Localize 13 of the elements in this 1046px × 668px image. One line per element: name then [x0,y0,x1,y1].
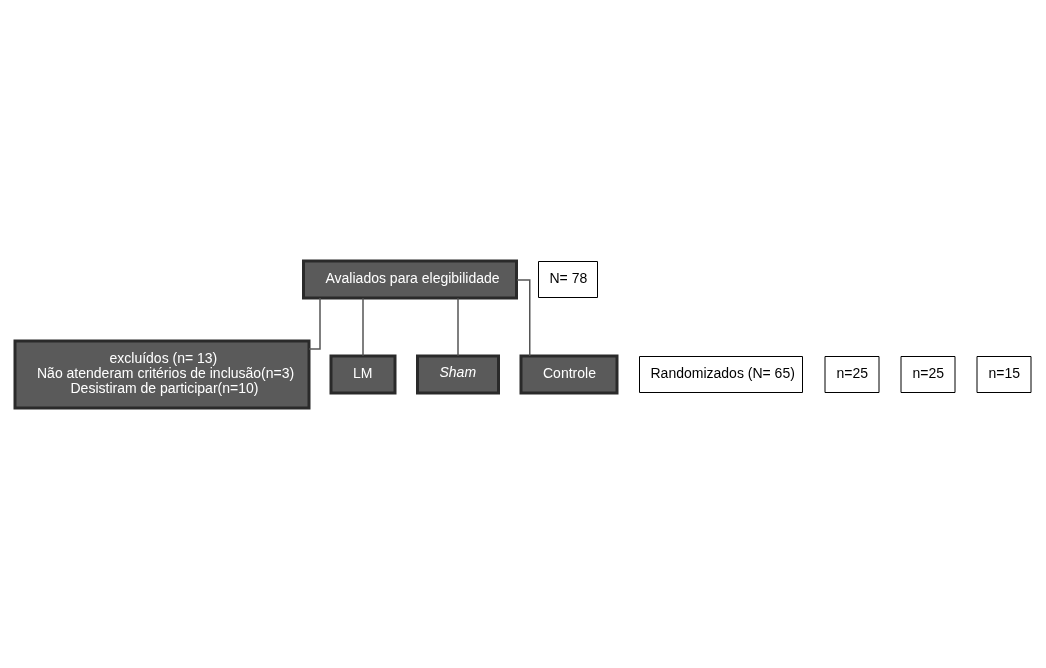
node-box: Randomizados (N= 65) [639,355,803,393]
connector [308,296,321,350]
node-box: excluídos (n= 13) Não atenderam critérios de inclusão(n=3) Desistiram de participar(n=10) [13,339,311,409]
connector [457,297,459,356]
node-box: n=15 [976,355,1032,393]
node-box: Avaliados para elegibilidade [302,259,518,299]
node-box: n=25 [824,355,880,393]
node-box: Controle [519,354,619,394]
node-box: LM [329,354,397,394]
node-box: Sham [416,354,500,394]
node-box: n=25 [900,355,956,393]
connector [362,297,364,356]
node-box: N= 78 [538,260,598,298]
